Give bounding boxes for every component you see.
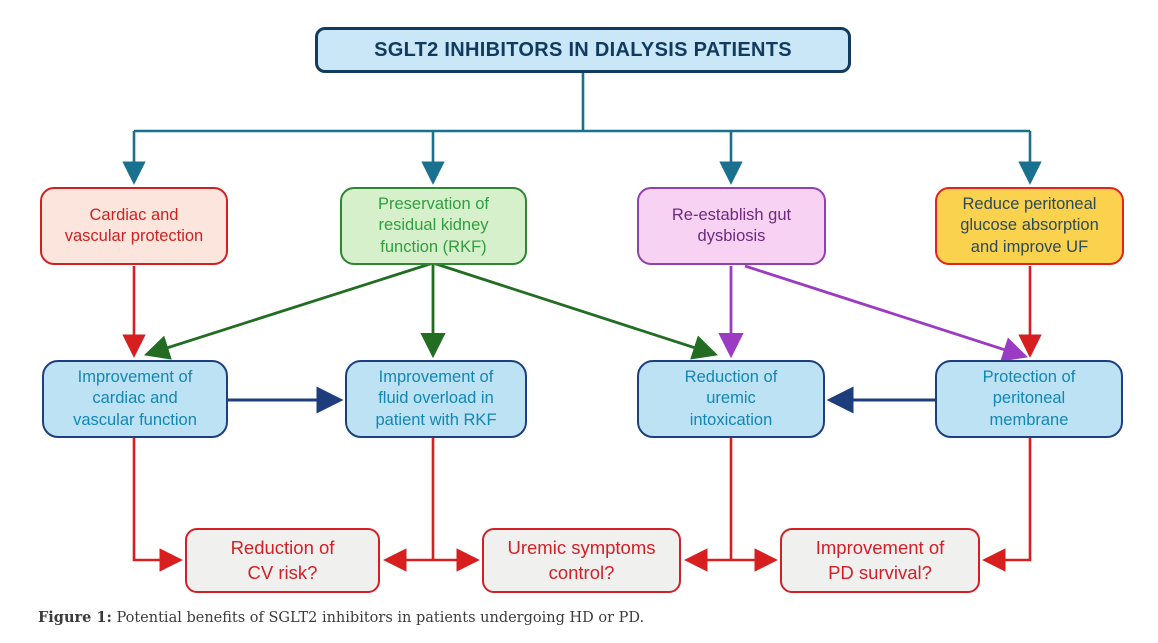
mechanism-cardiac-vascular-protection: Cardiac and vascular protection — [40, 187, 228, 265]
figure-caption-label: Figure 1: — [38, 609, 112, 626]
question-improvement-pd-survival: Improvement of PD survival? — [780, 528, 980, 593]
question-uremic-symptoms-control: Uremic symptoms control? — [482, 528, 681, 593]
outcome-improve-fluid-overload: Improvement of fluid overload in patient… — [345, 360, 527, 438]
question-reduction-cv-risk: Reduction of CV risk? — [185, 528, 380, 593]
diagram-title: SGLT2 INHIBITORS IN DIALYSIS PATIENTS — [315, 27, 851, 73]
figure-caption-text: Potential benefits of SGLT2 inhibitors i… — [116, 610, 645, 626]
mechanism-reduce-peritoneal-glucose: Reduce peritoneal glucose absorption and… — [935, 187, 1124, 265]
outcome-improve-cardiac-vascular-function: Improvement of cardiac and vascular func… — [42, 360, 228, 438]
mechanism-preservation-rkf: Preservation of residual kidney function… — [340, 187, 527, 265]
mechanism-re-establish-gut-dysbiosis: Re-establish gut dysbiosis — [637, 187, 826, 265]
outcome-protect-peritoneal-membrane: Protection of peritoneal membrane — [935, 360, 1123, 438]
outcome-reduce-uremic-intoxication: Reduction of uremic intoxication — [637, 360, 825, 438]
figure-caption: Figure 1: Potential benefits of SGLT2 in… — [38, 609, 1118, 626]
